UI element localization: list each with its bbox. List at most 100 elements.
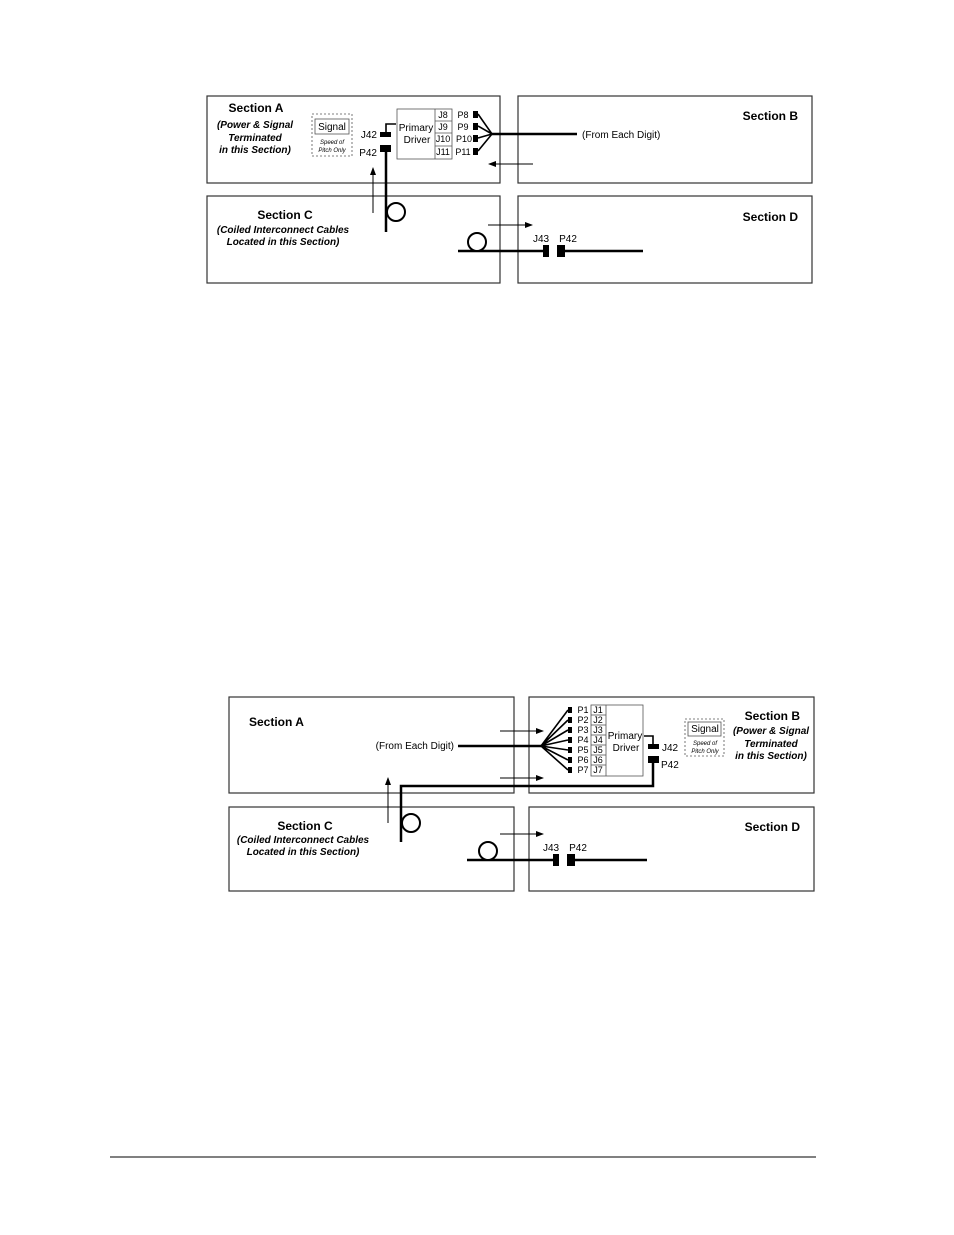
top-p42-d-connector [557, 245, 565, 257]
top-section-c-box [206, 195, 501, 284]
bottom-port-p7: P7 [577, 765, 588, 775]
bottom-section-b-note-1: (Power & Signal [733, 726, 809, 737]
top-section-a-title: Section A [229, 101, 284, 115]
top-p42-label: P42 [359, 148, 377, 159]
top-signal-outline [311, 113, 353, 157]
bottom-port-j5: J5 [593, 745, 603, 755]
top-driver-label: Driver [404, 135, 431, 146]
bottom-port-j3: J3 [593, 725, 603, 735]
top-section-b-title: Section B [743, 109, 799, 123]
bottom-connector-p7 [568, 767, 572, 773]
bottom-signal-sub-2: Pitch Only [691, 749, 719, 755]
bottom-port-j6: J6 [593, 755, 603, 765]
bottom-j42-lead [644, 735, 654, 744]
bottom-j42-connector [648, 744, 659, 749]
top-section-d-title: Section D [743, 210, 799, 224]
bottom-section-c-box [228, 806, 515, 892]
bottom-connector-p3 [568, 727, 572, 733]
top-connector-p9 [473, 123, 478, 130]
bottom-signal-sub-1: Speed of [693, 741, 718, 747]
bottom-p42-connector [648, 756, 659, 763]
top-j43-connector [543, 245, 549, 257]
top-j42-connector [380, 132, 391, 137]
bottom-section-c-note-1: (Coiled Interconnect Cables [237, 835, 370, 846]
bottom-section-b-note-2: Terminated [744, 739, 798, 750]
top-port-j10: J10 [436, 134, 451, 144]
top-port-p8: P8 [457, 110, 468, 120]
bottom-connector-p5 [568, 747, 572, 753]
bottom-port-p6: P6 [577, 755, 588, 765]
bottom-port-p2: P2 [577, 715, 588, 725]
top-primary-driver-box [396, 108, 453, 160]
top-section-a-box [206, 95, 501, 184]
top-section-a-note-2: Terminated [228, 133, 282, 144]
top-digit-fan-wires [477, 113, 493, 152]
top-primary-label: Primary [399, 123, 433, 134]
bottom-cable-coil-d [478, 841, 498, 861]
top-j42-lead [385, 123, 396, 132]
bottom-section-a-title: Section A [249, 715, 304, 729]
bottom-signal-outline [684, 718, 725, 757]
bottom-cable-coil-c [401, 813, 421, 833]
top-j42-label: J42 [361, 130, 378, 141]
top-port-j9: J9 [438, 122, 448, 132]
top-section-c-note-2: Located in this Section) [227, 237, 340, 248]
bottom-section-d-title: Section D [745, 820, 801, 834]
top-section-c-title: Section C [257, 208, 313, 222]
bottom-from-each-digit: (From Each Digit) [376, 741, 454, 752]
bottom-j42-label: J42 [662, 743, 679, 754]
bottom-section-c-note-2: Located in this Section) [247, 847, 360, 858]
top-port-p10: P10 [456, 134, 472, 144]
bottom-port-p3: P3 [577, 725, 588, 735]
bottom-section-d-box [528, 806, 815, 892]
bottom-port-p1: P1 [577, 705, 588, 715]
bottom-signal-display [687, 721, 722, 737]
top-p42-d-label: P42 [559, 234, 577, 245]
bottom-primary-driver-box [590, 704, 644, 777]
bottom-driver-label: Driver [613, 743, 640, 754]
bottom-port-p4: P4 [577, 735, 588, 745]
bottom-connector-p2 [568, 717, 572, 723]
bottom-port-j7: J7 [593, 765, 603, 775]
bottom-section-b-title: Section B [745, 709, 801, 723]
bottom-section-c-title: Section C [277, 819, 333, 833]
top-section-a-note-1: (Power & Signal [217, 120, 293, 131]
top-section-a-note-3: in this Section) [219, 145, 291, 156]
bottom-diagram: Section A Section B (Power & Signal Term… [228, 696, 815, 892]
top-port-j11: J11 [436, 147, 450, 157]
bottom-p42-d-connector [567, 854, 575, 866]
bottom-port-j2: J2 [593, 715, 603, 725]
bottom-port-p5: P5 [577, 745, 588, 755]
top-j43-label: J43 [533, 234, 550, 245]
bottom-port-j1: J1 [593, 705, 603, 715]
top-p42-connector [380, 145, 391, 152]
top-connector-p11 [473, 148, 478, 155]
bottom-j43-label: J43 [543, 843, 560, 854]
bottom-p42-label: P42 [661, 760, 679, 771]
top-cable-coil-d [467, 232, 487, 252]
bottom-connector-p6 [568, 757, 572, 763]
top-signal-sub-2: Pitch Only [318, 148, 346, 154]
top-port-j8: J8 [438, 110, 448, 120]
bottom-section-b-note-3: in this Section) [735, 751, 807, 762]
bottom-interconnect-cable [399, 763, 655, 842]
bottom-p42-d-label: P42 [569, 843, 587, 854]
top-port-p11: P11 [455, 147, 470, 157]
top-cable-coil-c [386, 202, 406, 222]
top-signal-label: Signal [318, 122, 346, 133]
bottom-port-j4: J4 [593, 735, 603, 745]
top-from-each-digit: (From Each Digit) [582, 130, 660, 141]
top-connector-p8 [473, 111, 478, 118]
bottom-connector-p4 [568, 737, 572, 743]
top-connector-p10 [473, 135, 478, 142]
top-port-p9: P9 [457, 122, 468, 132]
bottom-connector-p1 [568, 707, 572, 713]
bottom-digit-fan-wires [540, 709, 569, 771]
top-section-d-box [517, 195, 813, 284]
top-diagram: Section A (Power & Signal Terminated in … [206, 95, 813, 284]
top-signal-sub-1: Speed of [320, 140, 345, 146]
top-signal-display [314, 118, 350, 135]
bottom-signal-label: Signal [691, 724, 719, 735]
top-section-b-box [517, 95, 813, 184]
